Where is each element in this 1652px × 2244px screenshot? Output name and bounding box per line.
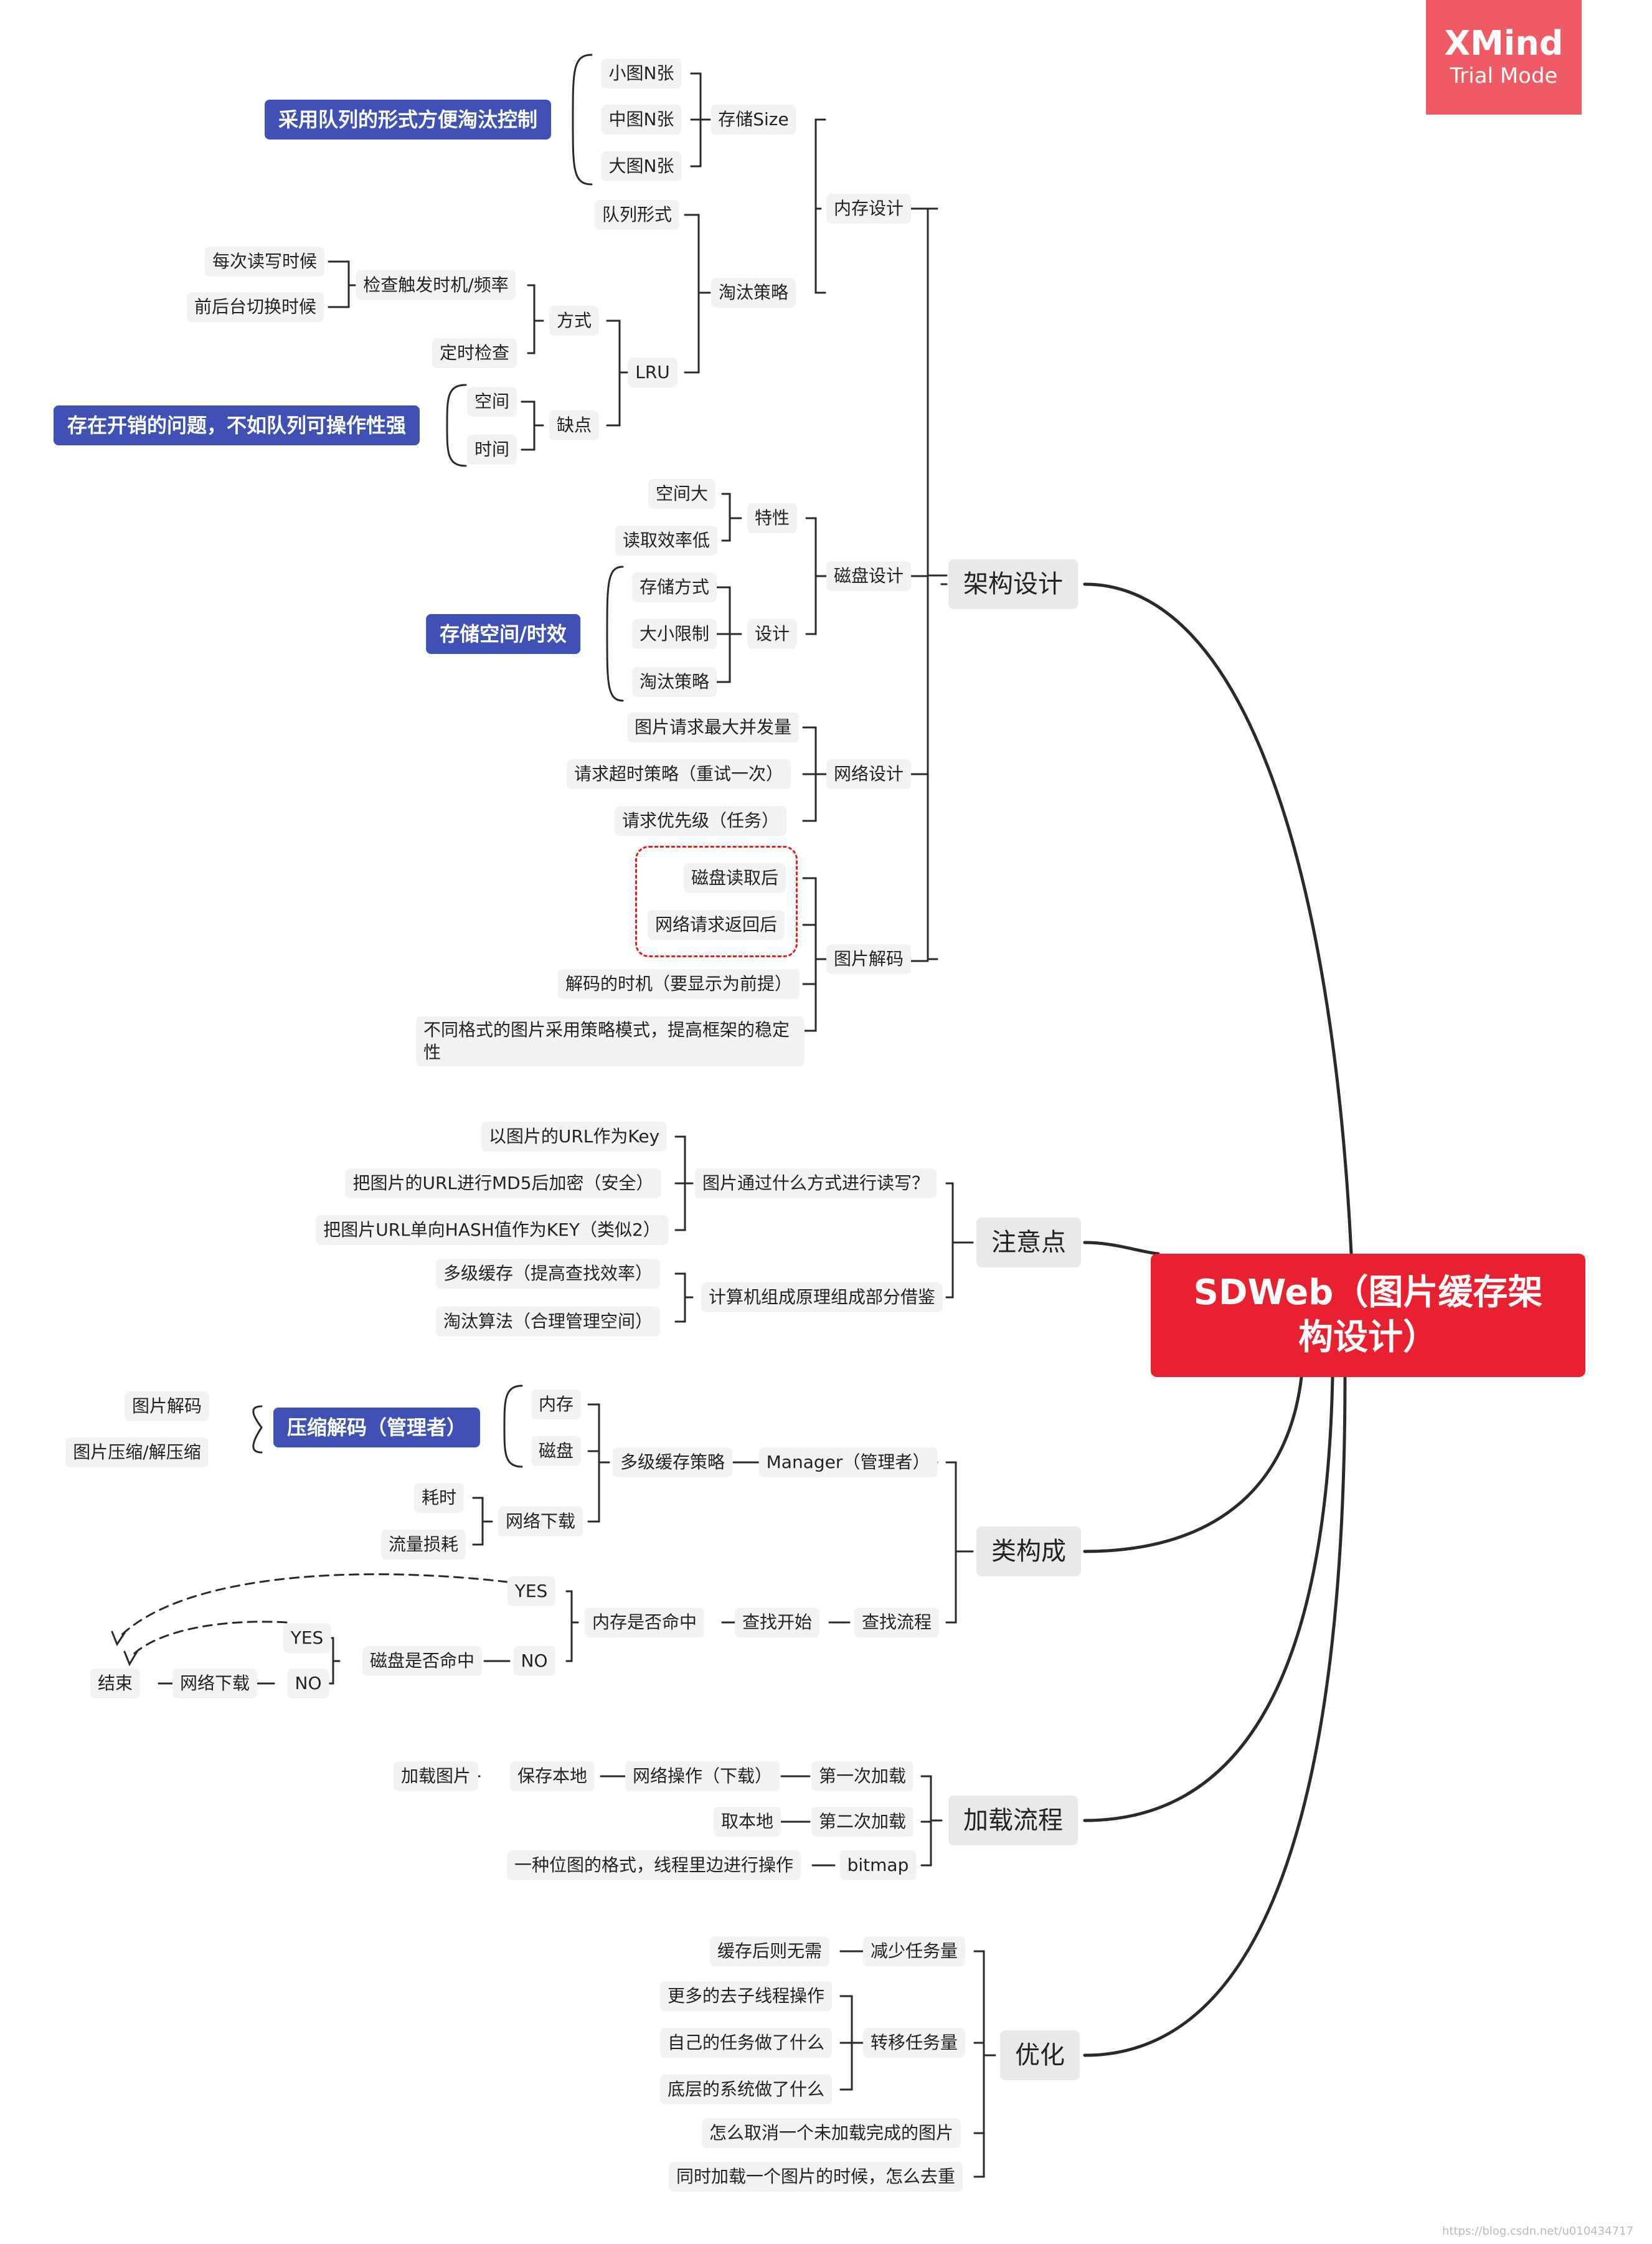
node-kongjianda[interactable]: 空间大 xyxy=(648,479,716,509)
node-manager[interactable]: Manager（管理者） xyxy=(758,1447,938,1477)
node-duilie[interactable]: 队列形式 xyxy=(594,200,680,230)
node-jieshu[interactable]: 结束 xyxy=(90,1669,141,1698)
node-suanfa[interactable]: 淘汰算法（合理管理空间） xyxy=(435,1307,661,1337)
badge-name: XMind xyxy=(1444,24,1564,63)
node-wangluocaozuo[interactable]: 网络操作（下载） xyxy=(625,1761,780,1791)
node-haoshi[interactable]: 耗时 xyxy=(413,1483,465,1513)
branch-jiazai[interactable]: 加载流程 xyxy=(948,1796,1078,1845)
node-kongjian[interactable]: 空间 xyxy=(466,387,517,417)
dashed-highlight xyxy=(635,846,798,957)
note-queue[interactable]: 采用队列的形式方便淘汰控制 xyxy=(264,100,552,140)
node-jiazaitupian[interactable]: 加载图片 xyxy=(393,1761,479,1791)
node-dierci[interactable]: 第二次加载 xyxy=(811,1807,914,1837)
note-kaixiao[interactable]: 存在开销的问题，不如队列可操作性强 xyxy=(53,405,420,445)
branch-zhuyi[interactable]: 注意点 xyxy=(976,1218,1081,1267)
node-butong[interactable]: 不同格式的图片采用策略模式，提高框架的稳定性 xyxy=(416,1016,805,1066)
node-bingfa[interactable]: 图片请求最大并发量 xyxy=(626,712,800,742)
node-qubendi[interactable]: 取本地 xyxy=(713,1807,781,1837)
node-taotai[interactable]: 淘汰策略 xyxy=(710,278,796,308)
node-daxiao[interactable]: 大小限制 xyxy=(631,619,717,649)
node-cipanduqu[interactable]: 磁盘读取后 xyxy=(683,863,786,893)
node-duojicelue[interactable]: 多级缓存策略 xyxy=(612,1447,733,1477)
node-neicun[interactable]: 内存设计 xyxy=(826,194,912,224)
node-tupianjiema[interactable]: 图片解码 xyxy=(124,1391,210,1421)
node-zhongtu[interactable]: 中图N张 xyxy=(601,105,682,135)
node-fanhui[interactable]: 网络请求返回后 xyxy=(647,910,785,940)
node-lru[interactable]: LRU xyxy=(628,357,677,387)
node-quedian[interactable]: 缺点 xyxy=(549,410,600,440)
node-yes2[interactable]: YES xyxy=(283,1623,331,1653)
branch-youhua[interactable]: 优化 xyxy=(1000,2030,1080,2080)
node-diyici[interactable]: 第一次加载 xyxy=(811,1761,914,1791)
node-zhuanyi[interactable]: 转移任务量 xyxy=(862,2028,966,2058)
node-quxiao[interactable]: 怎么取消一个未加载完成的图片 xyxy=(701,2118,961,2148)
node-no1[interactable]: NO xyxy=(513,1646,555,1676)
node-texing[interactable]: 特性 xyxy=(747,503,798,533)
node-gengduo[interactable]: 更多的去子线程操作 xyxy=(659,1981,833,2011)
note-cipan[interactable]: 存储空间/时效 xyxy=(426,614,580,654)
badge-mode: Trial Mode xyxy=(1450,64,1558,88)
node-dingshi[interactable]: 定时检查 xyxy=(432,338,517,368)
node-bitmap[interactable]: bitmap xyxy=(839,1850,917,1880)
node-chazhaokaishi[interactable]: 查找开始 xyxy=(734,1607,820,1637)
node-liuliang[interactable]: 流量损耗 xyxy=(380,1530,466,1560)
branch-jiagou[interactable]: 架构设计 xyxy=(948,559,1078,609)
xmind-trial-badge: XMind Trial Mode xyxy=(1426,0,1582,115)
node-jiancha[interactable]: 检查触发时机/频率 xyxy=(356,270,516,300)
node-yasuojie[interactable]: 图片压缩/解压缩 xyxy=(65,1437,209,1467)
node-neicun2[interactable]: 内存 xyxy=(531,1389,582,1419)
node-hash[interactable]: 把图片URL单向HASH值作为KEY（类似2） xyxy=(316,1215,668,1245)
node-cunchu-size[interactable]: 存储Size xyxy=(710,105,796,135)
node-meici[interactable]: 每次读写时候 xyxy=(204,247,325,277)
watermark: https://blog.csdn.net/u010434717 xyxy=(1442,2225,1633,2238)
node-duoji[interactable]: 多级缓存（提高查找效率） xyxy=(435,1259,661,1289)
node-chazhaoliucheng[interactable]: 查找流程 xyxy=(854,1607,940,1637)
node-yes1[interactable]: YES xyxy=(507,1576,555,1606)
node-cipanmingzhong[interactable]: 磁盘是否命中 xyxy=(362,1646,483,1676)
node-jianshao[interactable]: 减少任务量 xyxy=(862,1936,966,1966)
node-urlkey[interactable]: 以图片的URL作为Key xyxy=(481,1122,668,1152)
node-neicunmingzhong[interactable]: 内存是否命中 xyxy=(584,1607,705,1637)
node-youxian[interactable]: 请求优先级（任务） xyxy=(614,806,787,836)
node-no2[interactable]: NO xyxy=(287,1669,329,1698)
root-node[interactable]: SDWeb（图片缓存架构设计） xyxy=(1151,1254,1585,1377)
root-label: SDWeb（图片缓存架构设计） xyxy=(1193,1272,1543,1358)
note-yasuo[interactable]: 压缩解码（管理者） xyxy=(273,1408,481,1447)
node-wangluoxiazai2[interactable]: 网络下载 xyxy=(172,1669,258,1698)
node-jisuanji[interactable]: 计算机组成原理组成部分借鉴 xyxy=(701,1282,943,1312)
node-shijian[interactable]: 时间 xyxy=(466,435,517,465)
node-datu[interactable]: 大图N张 xyxy=(601,151,682,181)
node-fangshi[interactable]: 方式 xyxy=(549,306,600,336)
node-taotai2[interactable]: 淘汰策略 xyxy=(631,667,717,697)
node-cipan2[interactable]: 磁盘 xyxy=(531,1436,582,1466)
node-wangluo[interactable]: 网络设计 xyxy=(826,759,912,789)
node-ziji[interactable]: 自己的任务做了什么 xyxy=(659,2028,833,2058)
node-xiaotu[interactable]: 小图N张 xyxy=(601,59,682,88)
node-diceng[interactable]: 底层的系统做了什么 xyxy=(659,2075,833,2104)
node-baocun[interactable]: 保存本地 xyxy=(509,1761,595,1791)
node-cipan[interactable]: 磁盘设计 xyxy=(826,561,912,591)
node-duxie[interactable]: 图片通过什么方式进行读写？ xyxy=(694,1168,937,1198)
node-weitu[interactable]: 一种位图的格式，线程里边进行操作 xyxy=(506,1850,801,1880)
node-sheji[interactable]: 设计 xyxy=(747,619,798,649)
node-huancun[interactable]: 缓存后则无需 xyxy=(709,1936,830,1966)
node-chaoshi[interactable]: 请求超时策略（重试一次） xyxy=(566,759,791,789)
branch-lei[interactable]: 类构成 xyxy=(976,1527,1081,1576)
node-cunchufangshi[interactable]: 存储方式 xyxy=(631,572,717,602)
node-qianhoutai[interactable]: 前后台切换时候 xyxy=(186,292,324,322)
node-wangluoxiazai[interactable]: 网络下载 xyxy=(498,1507,583,1536)
node-jiema[interactable]: 图片解码 xyxy=(826,944,912,974)
node-quchong[interactable]: 同时加载一个图片的时候，怎么去重 xyxy=(668,2162,963,2192)
node-md5[interactable]: 把图片的URL进行MD5后加密（安全） xyxy=(345,1168,661,1198)
node-shiji[interactable]: 解码的时机（要显示为前提） xyxy=(557,969,800,999)
node-duqu[interactable]: 读取效率低 xyxy=(615,526,718,556)
